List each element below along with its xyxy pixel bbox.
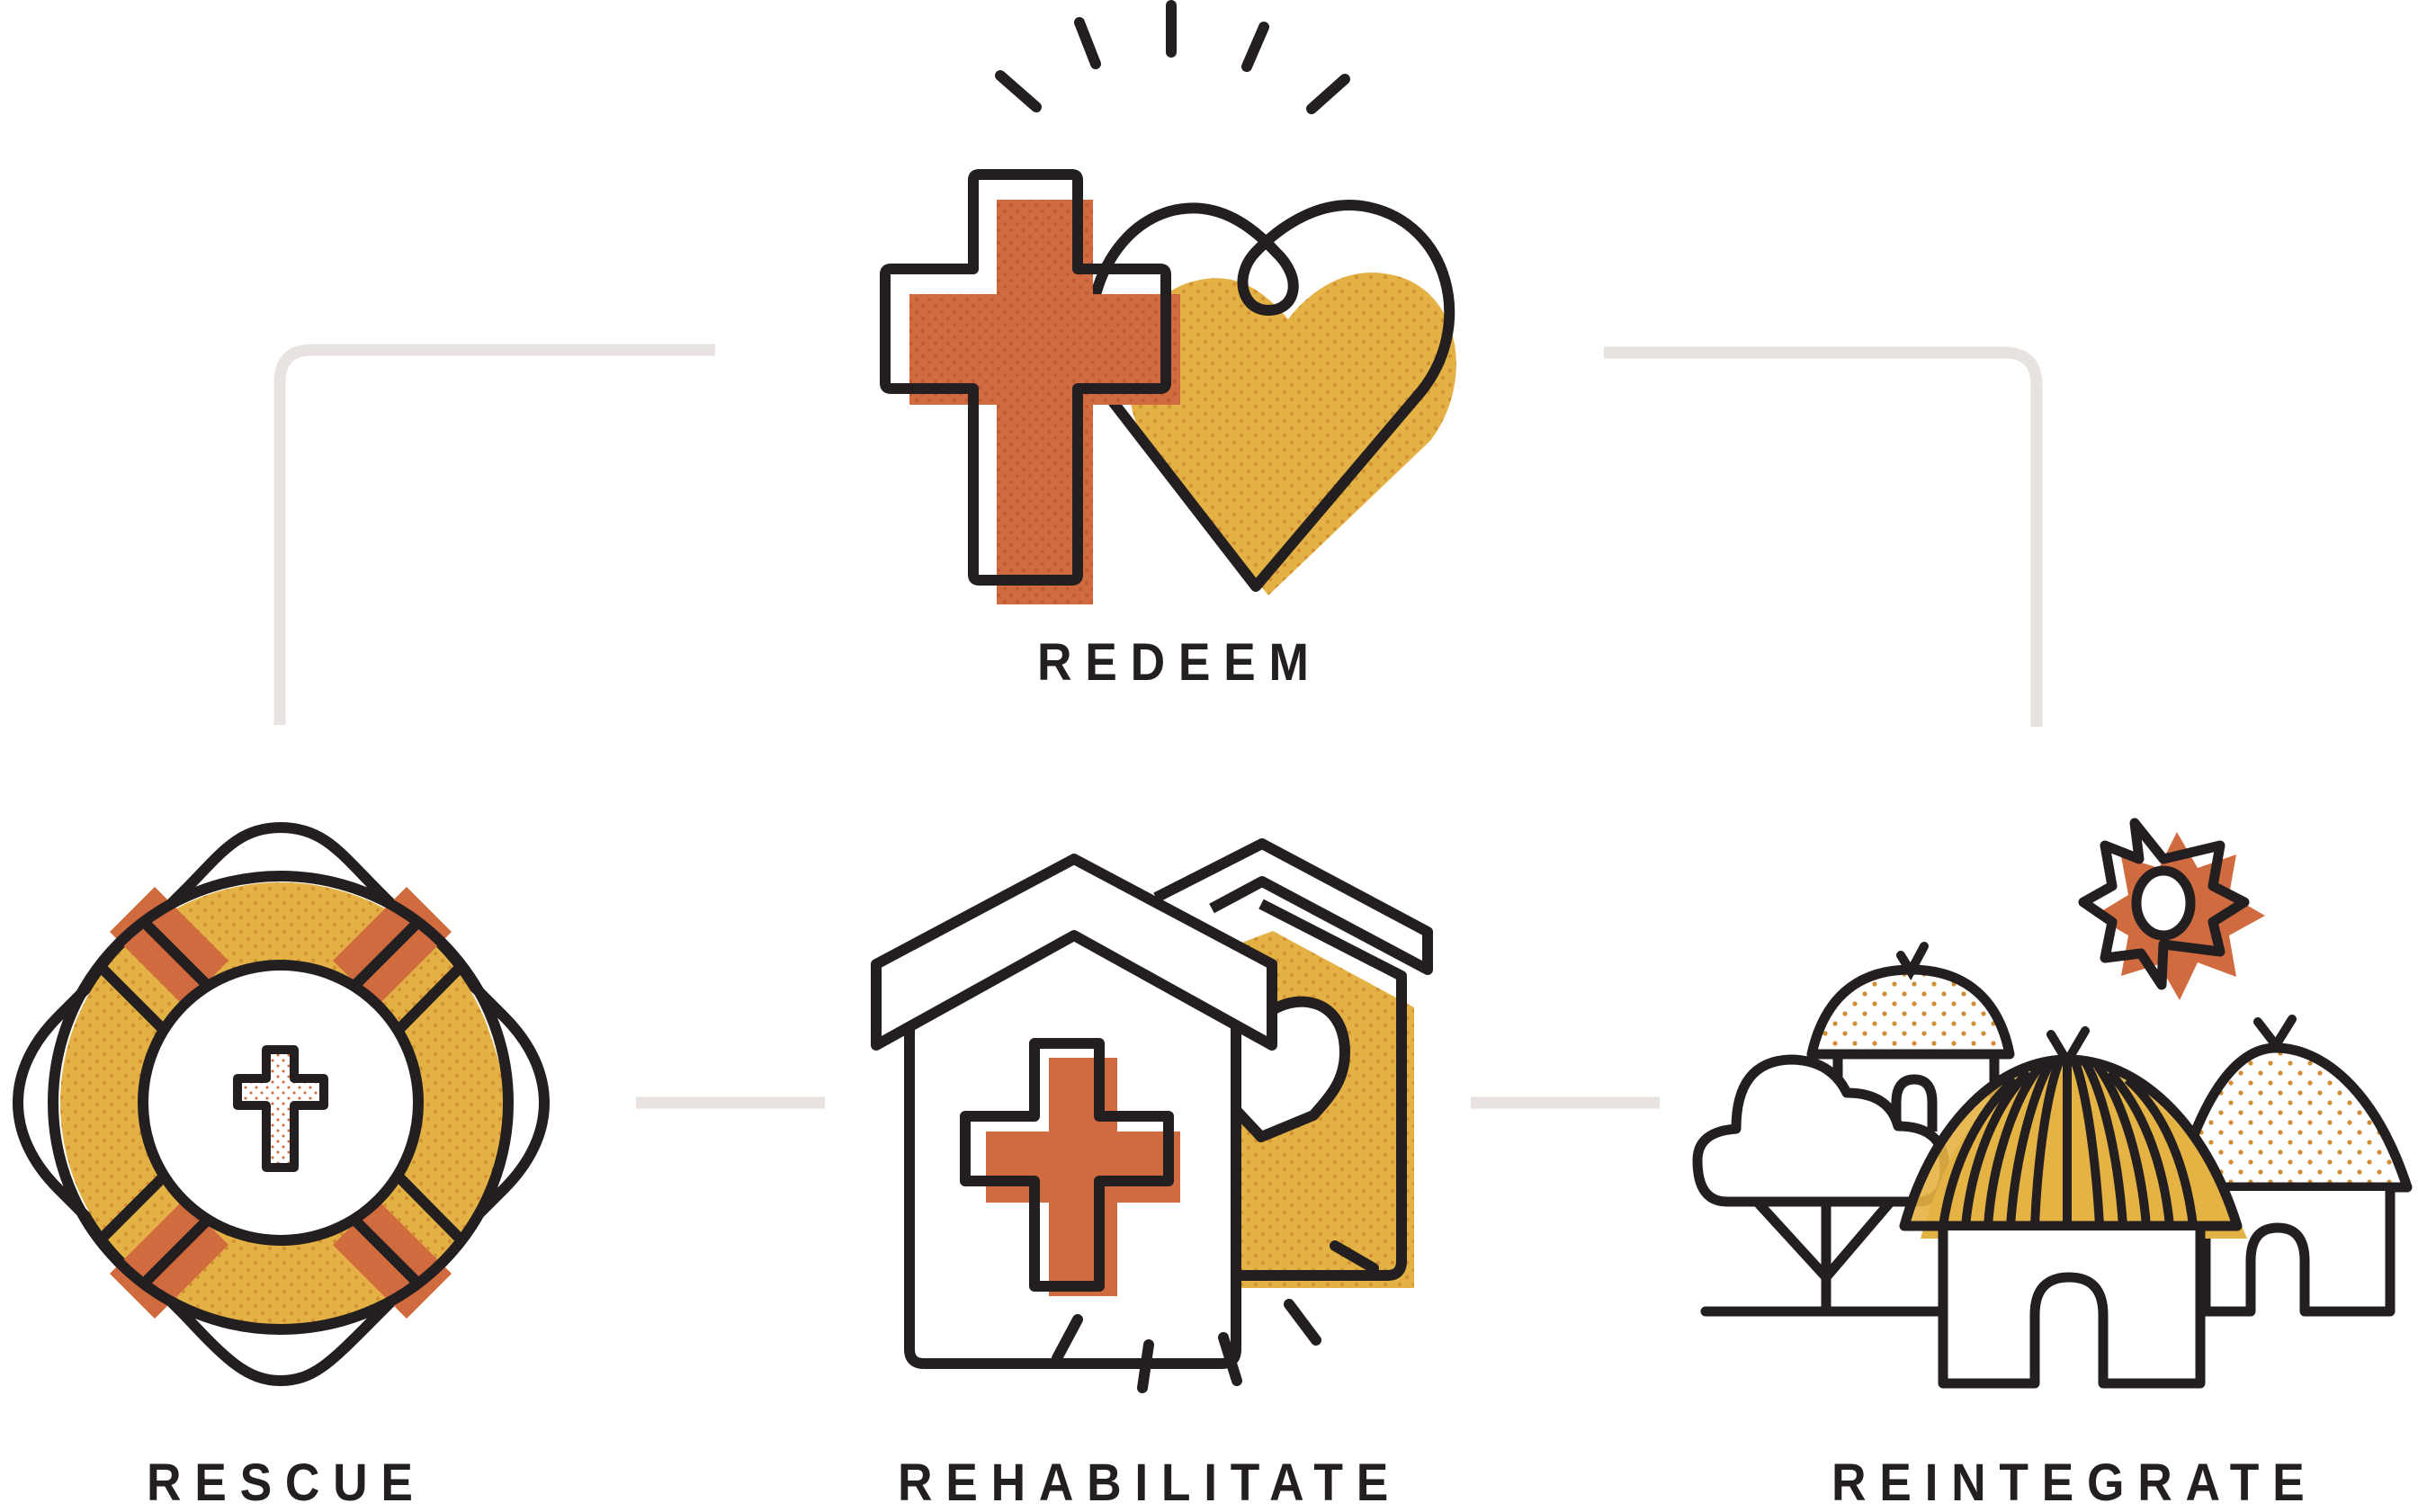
radiance-rays-icon — [995, 0, 1350, 114]
node-label-rehabilitate: REHABILITATE — [898, 1454, 1402, 1512]
connector-redeem-to-reintegrate — [1604, 346, 2043, 727]
medical-cross-fill — [986, 1058, 1180, 1296]
main-house-roof — [871, 854, 1277, 1051]
heart-outline — [1085, 200, 1455, 592]
cross-outline — [880, 169, 1171, 586]
connector-rescue-to-redeem — [273, 344, 715, 725]
node-label-redeem: REDEEM — [1037, 633, 1322, 692]
healing-rays-icon — [1052, 1240, 1379, 1393]
hut-center-body — [1938, 1230, 2206, 1389]
houses-with-medical-cross-icon — [871, 838, 1433, 1393]
tree-icon — [1692, 1054, 1950, 1311]
life-ring-icon — [13, 821, 550, 1387]
small-cross-icon — [233, 1045, 328, 1172]
village-huts-icon — [1692, 818, 2413, 1389]
node-label-rescue: RESCUE — [147, 1454, 426, 1512]
back-house-roof — [1153, 838, 1433, 975]
hut-right — [2172, 1015, 2413, 1317]
node-label-reintegrate: REINTEGRATE — [1831, 1454, 2318, 1512]
connectors — [273, 344, 2043, 1109]
sun-icon — [2078, 818, 2265, 1000]
hut-center-thatched-roof — [1899, 1026, 2243, 1231]
medical-cross-outline — [960, 1038, 1174, 1292]
cross-and-heart-icon — [880, 0, 1456, 604]
hut-back-left — [1806, 942, 2015, 1132]
rope — [13, 821, 550, 1387]
